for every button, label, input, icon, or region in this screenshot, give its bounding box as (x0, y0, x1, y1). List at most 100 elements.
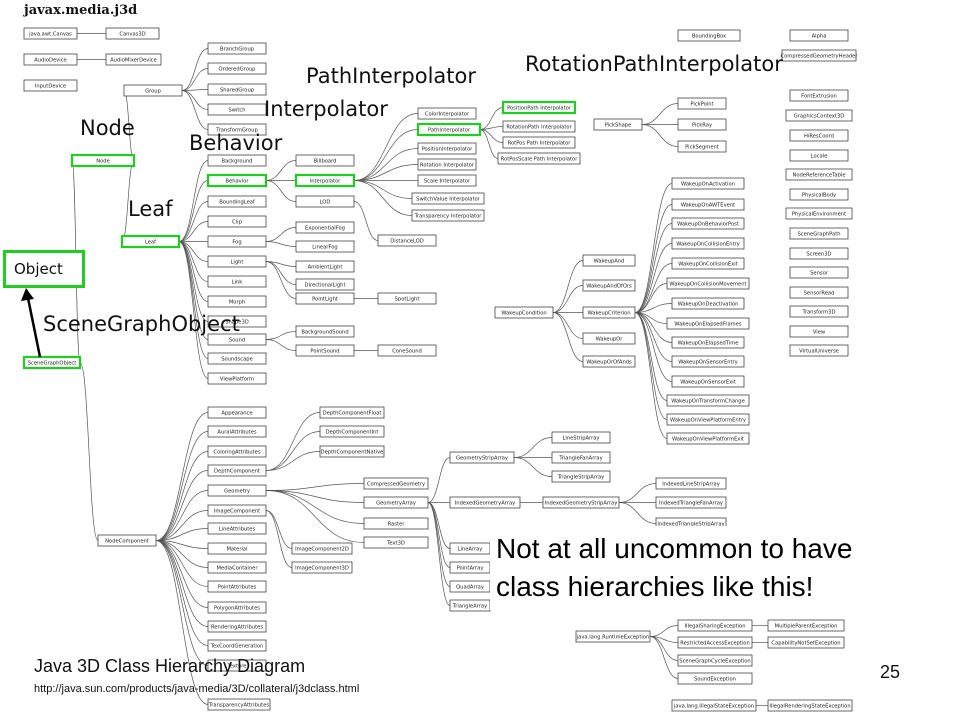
class-node-label: IndexedLineStripArray (662, 482, 720, 488)
class-node-box (502, 136, 576, 149)
edge-leaf-to-clip (178, 221, 209, 242)
class-node-box (671, 375, 745, 388)
class-node-box (671, 198, 745, 211)
class-node-label: SwitchValue Interpolator (416, 197, 481, 203)
class-node-label: Text3D (386, 541, 405, 547)
class-node-tristriparray: TriangleStripArray (551, 470, 611, 483)
class-node-box (449, 496, 521, 509)
class-node-label: ColorInterpolator (425, 112, 470, 118)
class-node-locale: Locale (789, 149, 849, 162)
class-node-box (551, 451, 611, 464)
footer-url[interactable]: http://java.sun.com/products/java-media/… (34, 683, 360, 695)
class-node-box (502, 120, 576, 133)
class-node-label: Appearance (221, 411, 252, 417)
object-arrow-shaft (26, 297, 42, 358)
class-node-box (789, 188, 849, 201)
class-node-label: ConeSound (392, 349, 422, 355)
note-line-2: class hierarchies like this! (496, 571, 814, 602)
class-node-box (417, 158, 477, 171)
class-node-box (411, 209, 485, 222)
class-node-box (377, 344, 437, 357)
class-node-label: Geometry (224, 489, 250, 495)
class-node-rotinterp: Rotation Interpolator (417, 158, 477, 171)
class-node-box (785, 109, 853, 122)
class-node-spotlight: SpotLight (377, 292, 437, 305)
package-title: javax.media.j3d (24, 3, 138, 18)
class-node-box (671, 217, 745, 230)
class-node-box (677, 140, 727, 153)
class-node-box (677, 118, 727, 131)
edge-group-to-orderedgroup (181, 68, 209, 91)
class-node-label: PointLight (312, 297, 338, 303)
class-node-label: PickPoint (690, 102, 713, 108)
class-node-label: WakeupOr (596, 337, 624, 343)
class-node-label: Behavior (225, 179, 249, 185)
class-node-label: WakeupOnSensorExit (680, 380, 736, 386)
class-node-label: GeometryStripArray (456, 456, 508, 462)
class-node-label: Transform3D (801, 310, 835, 316)
edge-nodecomponent-to-pointattr (155, 540, 209, 587)
edge-interpolator-to-posinterp (353, 148, 419, 181)
class-node-clip: Clip (207, 215, 267, 228)
class-node-w4: WakeupOnCollisionEntry (671, 237, 745, 250)
edge-behavior-to-billboard (265, 160, 297, 181)
class-node-group: Group (123, 84, 183, 97)
edge-geometry-to-geomarray (265, 490, 365, 503)
class-node-box (207, 154, 267, 167)
class-node-box (207, 601, 267, 614)
class-node-box (449, 451, 515, 464)
edge-light-to-dirlight (265, 261, 297, 285)
class-node-box (295, 154, 355, 167)
class-node-label: PathInterpolator (428, 128, 471, 134)
class-node-box (97, 534, 157, 547)
class-node-box (295, 278, 355, 291)
class-node-polygonattr: PolygonAttributes (207, 601, 267, 614)
edge-light-to-pointlight (265, 261, 297, 299)
edge-wakeupcriterion-to-w4 (634, 243, 673, 313)
edge-runtimeexc-to-soundexc (649, 636, 679, 679)
class-node-comprgeomheader: CompressedGeometryHeader (781, 49, 858, 62)
class-node-dirlight: DirectionalLight (295, 278, 355, 291)
class-node-box (291, 542, 353, 555)
class-node-shape3d: Shape3D (207, 315, 267, 328)
class-node-label: View (813, 330, 826, 336)
class-node-label: WakeupOnSensorEntry (678, 360, 738, 366)
class-node-label: Raster (388, 522, 406, 528)
class-node-switchinterp: SwitchValue Interpolator (411, 192, 485, 205)
class-node-box (417, 174, 477, 187)
edge-wakeupcriterion-to-w13 (634, 312, 668, 420)
class-node-box (789, 286, 849, 299)
class-node-quadarray: QuadArray (449, 580, 491, 593)
edge-geometry-to-compressedgeom (265, 483, 365, 491)
class-node-trianglearray: TriangleArray (449, 599, 491, 612)
class-node-box (677, 672, 753, 685)
class-node-box (319, 425, 385, 438)
class-node-w3: WakeupOnBehaviorPost (671, 217, 745, 230)
class-node-label: WakeupAnd (594, 259, 625, 265)
class-node-box (677, 619, 753, 632)
class-node-box (416, 122, 482, 137)
class-node-box (207, 425, 267, 438)
class-node-label: Leaf (145, 240, 156, 246)
class-node-label: GraphicsContext3D (794, 114, 845, 120)
class-node-label: MultipleParentException (775, 624, 838, 630)
class-node-label: DepthComponent (214, 469, 260, 475)
class-node-box (207, 580, 267, 593)
class-node-interpolator: Interpolator (294, 173, 356, 188)
class-node-label: SceneGraphPath (797, 232, 840, 238)
class-node-box (789, 325, 849, 338)
class-node-pointattr: PointAttributes (207, 580, 267, 593)
class-node-box (789, 227, 849, 240)
class-node-box (206, 173, 268, 188)
class-node-box (294, 173, 356, 188)
class-node-depthcomp: DepthComponent (207, 464, 267, 477)
class-node-box (671, 699, 757, 712)
edge-nodecomponent-to-texture (155, 540, 209, 666)
class-node-label: AuralAttributes (217, 430, 256, 436)
class-node-label: RotPosScale Path Interpolator (501, 157, 579, 163)
edge-wakeupcriterion-to-w5 (634, 263, 673, 313)
edge-geomstriparray-to-tristriparray (513, 457, 553, 477)
class-node-label: Billboard (314, 159, 337, 165)
class-node-label: Morph (229, 300, 245, 306)
class-node-box (551, 470, 611, 483)
